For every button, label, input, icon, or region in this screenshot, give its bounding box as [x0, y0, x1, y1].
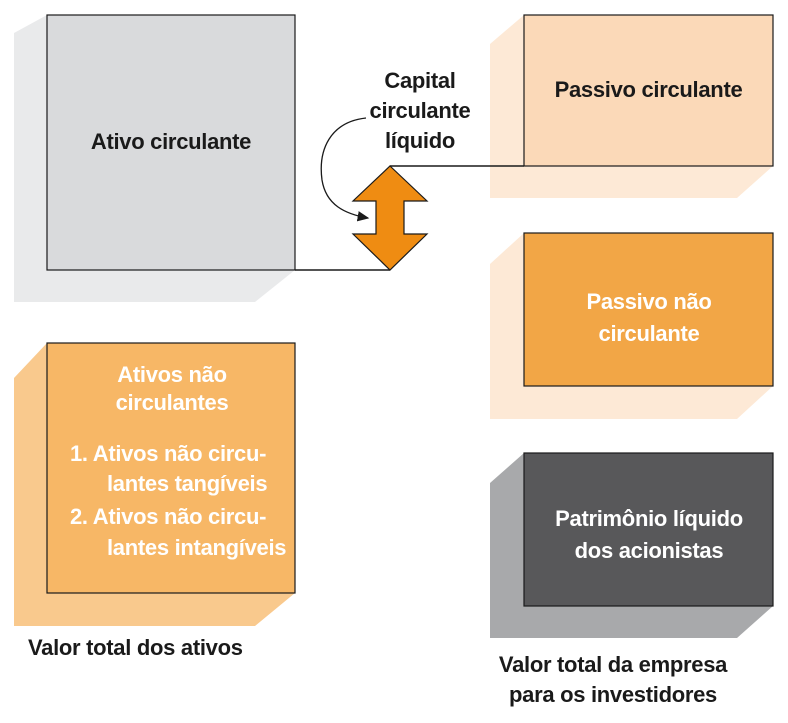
current-assets-box-shadow	[14, 15, 295, 302]
non-current-assets-item-1a: 1. Ativos não circu-	[70, 441, 267, 466]
current-assets-label: Ativo circulante	[90, 129, 252, 154]
non-current-assets-item-2a: 2. Ativos não circu-	[70, 504, 267, 529]
non-current-liabilities-box	[523, 232, 774, 387]
current-liabilities-box-shadow	[490, 15, 773, 198]
curved-pointer-icon	[320, 117, 370, 222]
liabilities-caption: Valor total da empresa para os investido…	[498, 652, 728, 707]
double-arrow-icon	[351, 165, 429, 271]
equity-box	[523, 452, 774, 607]
non-current-liabilities-label: Passivo não circulante	[586, 289, 712, 346]
non-current-liabilities-box-shadow	[490, 233, 773, 419]
non-current-assets-box	[46, 342, 296, 594]
non-current-assets-box-shadow	[14, 343, 295, 626]
current-liabilities-label: Passivo circulante	[554, 77, 743, 102]
non-current-assets-item-2b: lantes intangíveis	[107, 535, 287, 560]
current-liabilities-box	[523, 14, 774, 167]
equity-label: Patrimônio líquido dos acionistas	[555, 506, 743, 563]
working-capital-label: Capital circulante líquido	[369, 68, 471, 153]
assets-caption: Valor total dos ativos	[28, 635, 243, 660]
non-current-assets-item-1b: lantes tangíveis	[107, 471, 268, 496]
equity-box-shadow	[490, 453, 773, 638]
non-current-assets-title: Ativos não circulantes	[115, 362, 229, 415]
current-assets-box	[46, 14, 296, 271]
